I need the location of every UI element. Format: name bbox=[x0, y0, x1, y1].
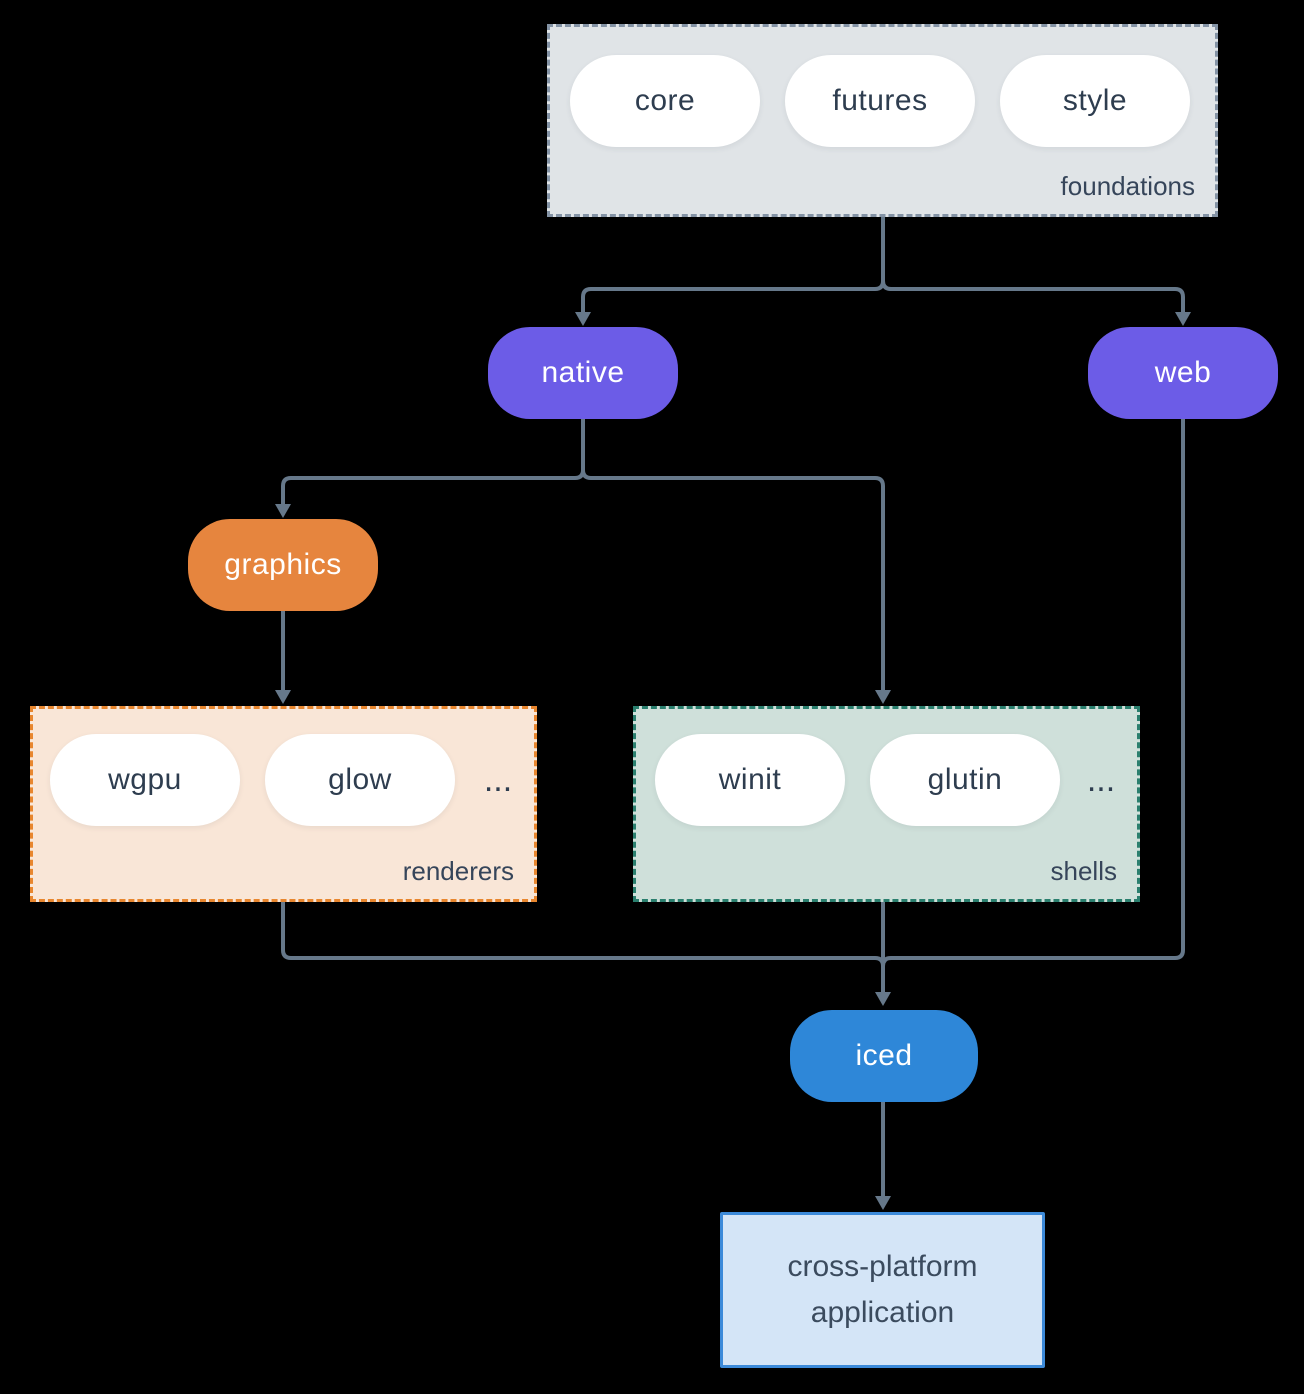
renderers-group: wgpu glow ... renderers bbox=[30, 706, 537, 902]
application-box: cross-platform application bbox=[720, 1212, 1045, 1368]
arrowhead bbox=[875, 992, 891, 1006]
node-glutin: glutin bbox=[870, 734, 1060, 826]
node-core: core bbox=[570, 55, 760, 147]
arrowhead bbox=[575, 312, 591, 326]
shells-ellipsis: ... bbox=[1086, 760, 1116, 799]
renderers-ellipsis: ... bbox=[483, 760, 513, 799]
node-web-label: web bbox=[1154, 356, 1212, 389]
node-wgpu: wgpu bbox=[50, 734, 240, 826]
node-wgpu-label: wgpu bbox=[108, 763, 182, 796]
node-graphics: graphics bbox=[188, 519, 378, 611]
application-label-line2: application bbox=[810, 1296, 955, 1329]
node-winit-label: winit bbox=[718, 763, 782, 796]
edge-foundations-web bbox=[881, 217, 1185, 318]
foundations-group: core futures style foundations bbox=[547, 24, 1218, 217]
node-style: style bbox=[1000, 55, 1190, 147]
arrowhead bbox=[875, 1196, 891, 1210]
foundations-group-label: foundations bbox=[1060, 171, 1195, 201]
node-glow: glow bbox=[265, 734, 455, 826]
node-native-label: native bbox=[541, 356, 625, 389]
node-glow-label: glow bbox=[328, 763, 392, 796]
edge-native-graphics bbox=[281, 418, 585, 510]
node-glutin-label: glutin bbox=[927, 763, 1003, 796]
edge-foundations-native bbox=[581, 217, 885, 318]
node-iced-label: iced bbox=[855, 1039, 913, 1072]
node-core-label: core bbox=[634, 84, 696, 117]
renderers-group-label: renderers bbox=[402, 856, 514, 886]
arrowhead bbox=[875, 690, 891, 704]
node-graphics-label: graphics bbox=[224, 548, 342, 581]
arrowhead bbox=[275, 690, 291, 704]
edge-renderers-iced bbox=[281, 900, 885, 992]
node-futures-label: futures bbox=[832, 84, 928, 117]
shells-group: winit glutin ... shells bbox=[633, 706, 1140, 902]
edge-native-shells bbox=[581, 418, 885, 692]
node-style-label: style bbox=[1062, 84, 1128, 117]
node-winit: winit bbox=[655, 734, 845, 826]
node-iced: iced bbox=[790, 1010, 978, 1102]
arrowhead bbox=[1175, 312, 1191, 326]
shells-group-label: shells bbox=[1050, 856, 1117, 886]
node-native: native bbox=[488, 327, 678, 419]
node-futures: futures bbox=[785, 55, 975, 147]
application-label-line1: cross-platform bbox=[787, 1250, 978, 1283]
node-web: web bbox=[1088, 327, 1278, 419]
arrowhead bbox=[275, 504, 291, 518]
edge-web-iced bbox=[881, 418, 1185, 992]
